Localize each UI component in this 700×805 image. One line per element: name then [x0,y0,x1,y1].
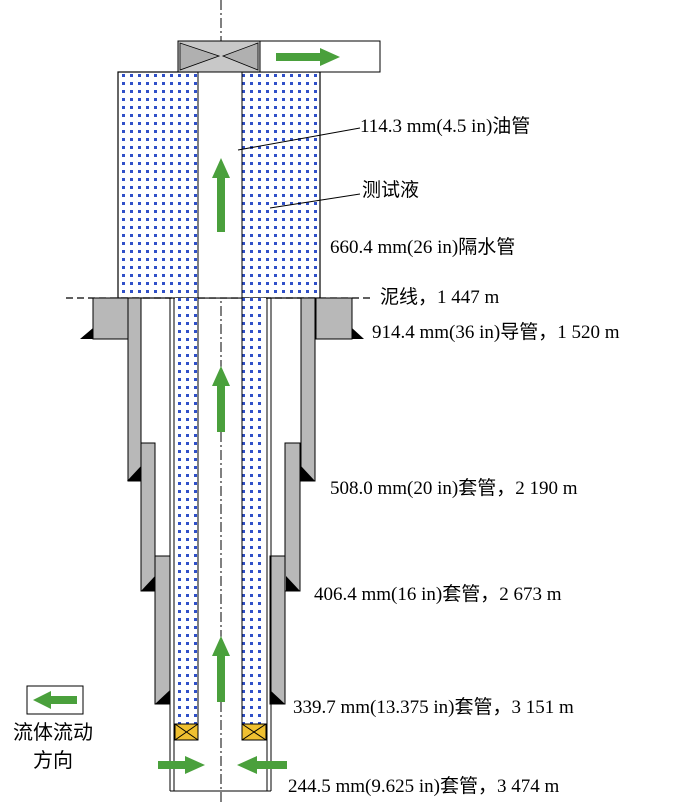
label-riser: 660.4 mm(26 in)隔水管 [330,237,516,258]
casing-13-left [154,555,171,705]
flow-arrow-outlet [276,48,340,66]
casing-16-left [140,442,156,592]
casing-13-shoe-left [155,690,170,704]
label-casing-9: 244.5 mm(9.625 in)套管，3 474 m [288,776,560,797]
label-casing-20: 508.0 mm(20 in)套管，2 190 m [330,478,578,499]
annulus-fluid-left [175,298,198,724]
casing-13-shoe-right [270,690,285,704]
conductor-left [92,297,129,340]
casing-20-shoe-right [301,466,315,481]
conductor-shoe-right [352,328,364,339]
flow-arrow-up-2 [212,366,230,432]
label-mudline: 泥线，1 447 m [380,287,500,308]
leader-tubing [237,127,361,151]
flow-arrow-inflow-right [237,756,287,774]
label-casing-16: 406.4 mm(16 in)套管，2 673 m [314,584,562,605]
label-test-fluid: 测试液 [362,180,420,201]
casing-20-right [300,297,316,482]
label-conductor: 914.4 mm(36 in)导管，1 520 m [372,322,620,343]
conductor-shoe-left [80,328,93,339]
casing-20-left [127,297,142,482]
legend-label-line2: 方向 [33,750,73,772]
casing-16-shoe-left [141,576,155,591]
packer-left [174,723,199,741]
conductor-right [315,297,353,340]
label-casing-13: 339.7 mm(13.375 in)套管，3 151 m [293,697,574,718]
valve-left-half [179,42,221,71]
casing-20-shoe-left [127,466,141,481]
valve-right-half [221,42,259,71]
label-tubing: 114.3 mm(4.5 in)油管 [360,116,531,137]
legend-arrow [33,691,77,709]
casing-16-right [284,442,301,592]
casing-16-shoe-right [286,576,300,591]
flow-arrow-inflow-left [158,756,205,774]
casing-13-right [269,555,286,705]
annulus-fluid-right [242,298,266,724]
flow-arrow-up-1 [212,158,230,232]
packer-right [241,723,267,741]
legend-label-line1: 流体流动 [13,722,93,744]
leader-test-fluid [269,193,361,209]
flow-arrow-up-3 [212,636,230,702]
